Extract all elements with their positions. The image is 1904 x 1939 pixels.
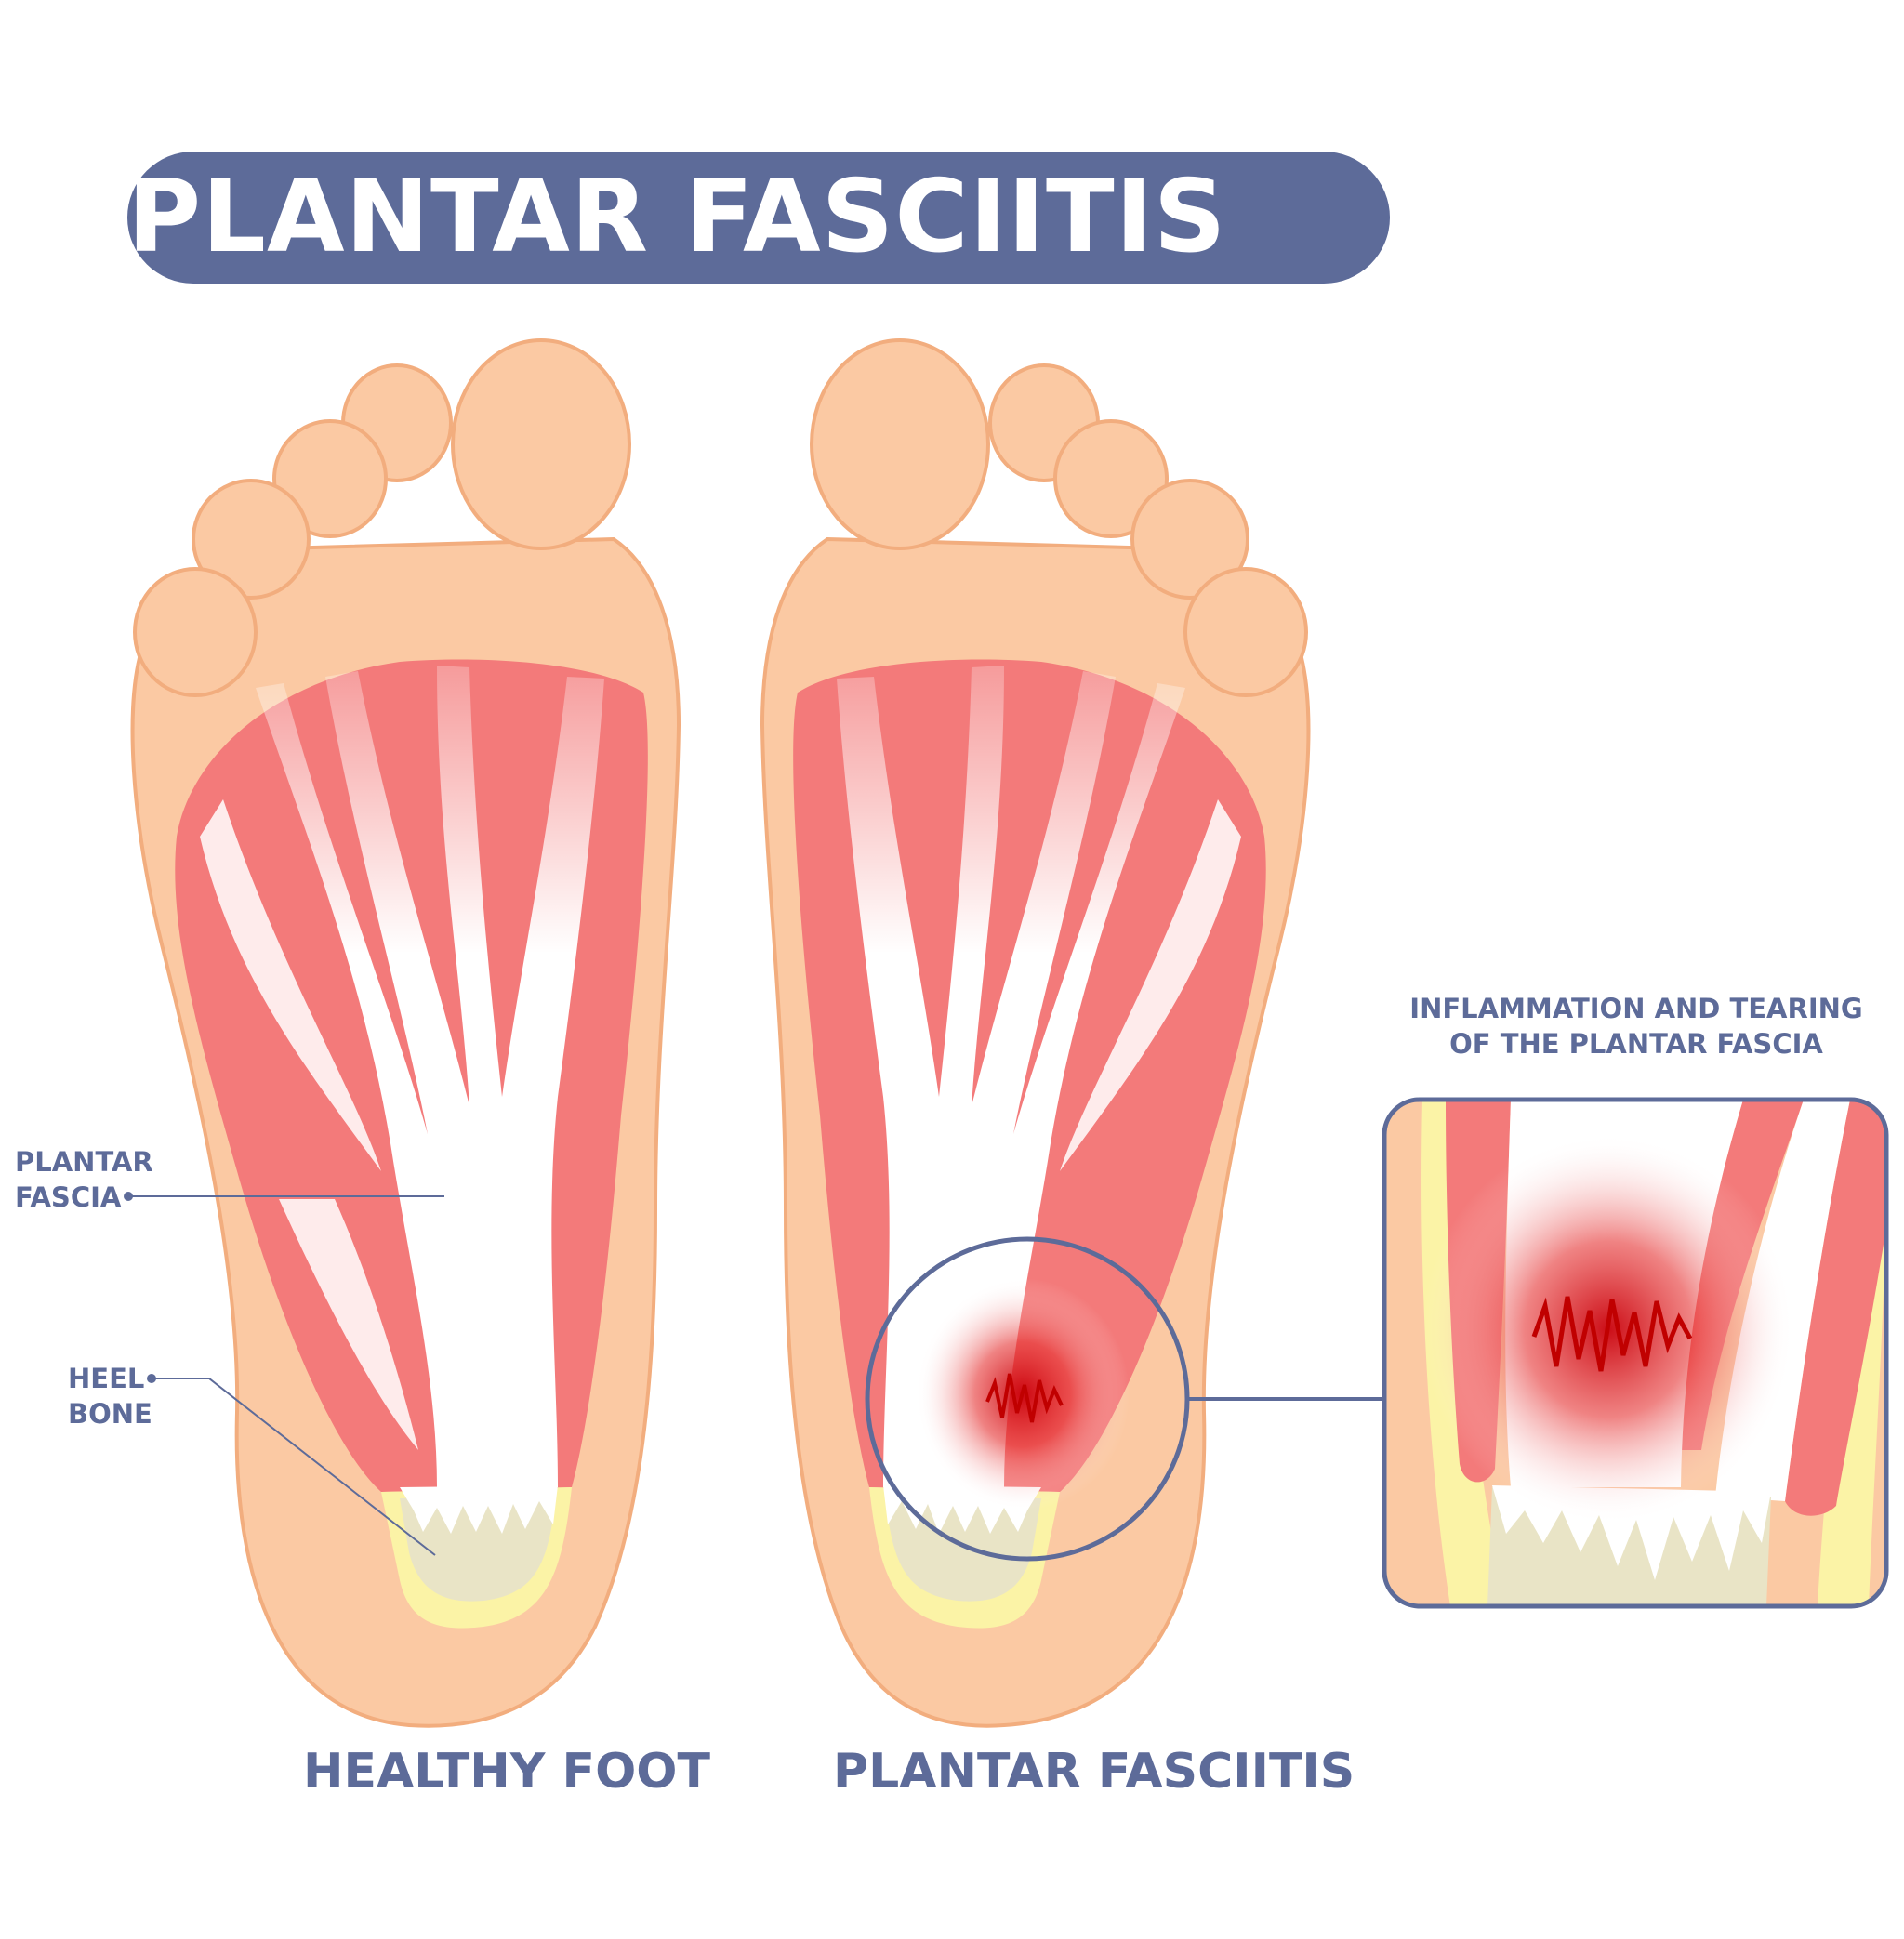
healthy-fascia (256, 666, 604, 1487)
fasciitis-fascia (837, 666, 1185, 1487)
healthy-big-toe (451, 338, 631, 550)
heel-bone-label-line1: HEEL (68, 1363, 145, 1394)
fasciitis-tear-mark (985, 1373, 1064, 1423)
fasciitis-toe-5 (1183, 567, 1308, 697)
healthy-toe-3 (272, 419, 388, 538)
zoom-muscle-far-right (1785, 1100, 1886, 1516)
fasciitis-fascia-side (1060, 799, 1241, 1171)
healthy-fascia-side-2 (279, 1199, 418, 1450)
inflammation-label-line1: INFLAMMATION AND TEARING (1409, 993, 1863, 1024)
page-title: PLANTAR FASCIITIS (127, 159, 1227, 275)
zoom-tear-mark (1531, 1296, 1693, 1372)
healthy-fascia-side (200, 799, 381, 1171)
healthy-toe-4 (192, 479, 311, 600)
fasciitis-toe-3 (1053, 419, 1169, 538)
heel-bone-label-line2: BONE (68, 1398, 152, 1430)
healthy-fascia-fringe (400, 1485, 558, 1534)
inflammation-label-line2: OF THE PLANTAR FASCIA (1449, 1028, 1823, 1060)
heel-bone-leader-line (152, 1378, 436, 1556)
zoom-frame (1382, 1097, 1889, 1609)
healthy-foot-caption: HEALTHY FOOT (303, 1744, 710, 1800)
fasciitis-foot-illustration (760, 338, 1311, 1728)
plantar-fascia-label-line1: PLANTAR (15, 1146, 153, 1178)
fasciitis-toe-4 (1130, 479, 1250, 600)
fasciitis-big-toe (810, 338, 990, 550)
healthy-toe-5 (133, 567, 258, 697)
healthy-foot-illustration (130, 338, 681, 1728)
title-banner (127, 152, 1390, 284)
plantar-fascia-label-line2: FASCIA (15, 1181, 122, 1213)
plantar-fasciitis-caption: PLANTAR FASCIITIS (833, 1744, 1355, 1800)
zoom-detail (1384, 1100, 1886, 1606)
healthy-heel-bone (400, 1495, 556, 1602)
